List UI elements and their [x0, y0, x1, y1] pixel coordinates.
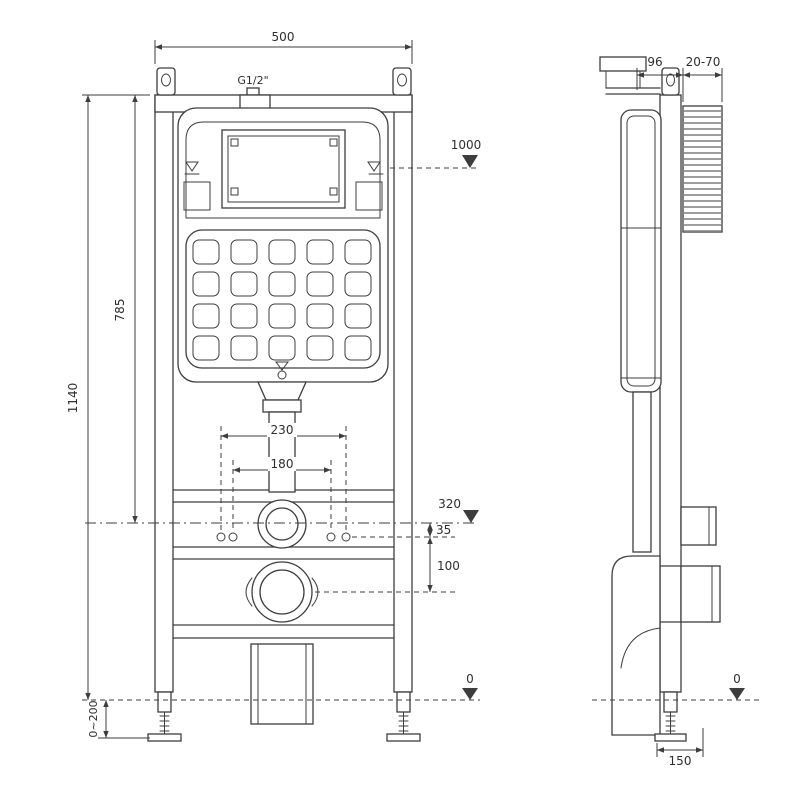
floor-zero-label-front: 0: [466, 672, 474, 686]
dim-180-label: 180: [271, 457, 294, 471]
wall-bracket-side: [661, 67, 680, 96]
dim-500-label: 500: [272, 30, 295, 44]
ref-320-label: 320: [438, 497, 461, 511]
adjustable-foot-right: [386, 691, 421, 742]
water-level-icon: [185, 161, 199, 172]
cistern-side-profile: [620, 109, 662, 393]
dim-96-label: 96: [647, 55, 662, 69]
dim-785-label: 785: [113, 299, 127, 322]
adjustable-foot-left: [147, 691, 182, 742]
water-inlet: [239, 87, 271, 110]
front-view: 230 180: [66, 30, 482, 742]
frame-post: [659, 67, 682, 693]
waste-outlet: [245, 561, 319, 623]
inlet-size-label: G1/2": [237, 74, 268, 87]
flush-outlet-side: [680, 506, 717, 546]
side-view: 96 20-70 0 150: [592, 55, 762, 768]
fixing-bolts: 230 180: [216, 423, 351, 542]
water-level-icon: [367, 161, 381, 172]
waste-outlet-side: [680, 565, 721, 623]
wall-distance-label: 20-70: [686, 55, 721, 69]
foot-adjust-label: 0~200: [87, 700, 100, 737]
level-marker-icon: [462, 155, 478, 168]
ref-1000-label: 1000: [451, 138, 482, 152]
panel-grid: [192, 239, 372, 361]
flush-bend: [257, 499, 307, 549]
floor-zero-label-side: 0: [733, 672, 741, 686]
dim-1140-label: 1140: [66, 383, 80, 414]
dim-150-label: 150: [669, 754, 692, 768]
mounting-frame: [154, 67, 413, 693]
drain-elbow: [611, 391, 721, 736]
adjustable-foot-side: [654, 691, 687, 742]
dimensions-front: 500 G1/2" 1000 1140 785 320 35 1: [66, 30, 482, 739]
wall-bracket-left: [156, 67, 176, 96]
wall-bracket-right: [392, 67, 412, 96]
dim-35-label: 35: [436, 523, 451, 537]
access-window: [221, 129, 346, 209]
level-marker-icon: [463, 510, 479, 523]
dim-230-label: 230: [271, 423, 294, 437]
dimensions-side: 96 20-70 0 150: [636, 55, 745, 768]
wall-spacer: [682, 105, 723, 233]
level-marker-icon: [729, 688, 745, 700]
dim-100-label: 100: [437, 559, 460, 573]
flush-actuator: [599, 56, 661, 95]
drain-connector: [250, 643, 314, 725]
cistern-body: [177, 107, 389, 383]
level-marker-icon: [462, 688, 478, 700]
